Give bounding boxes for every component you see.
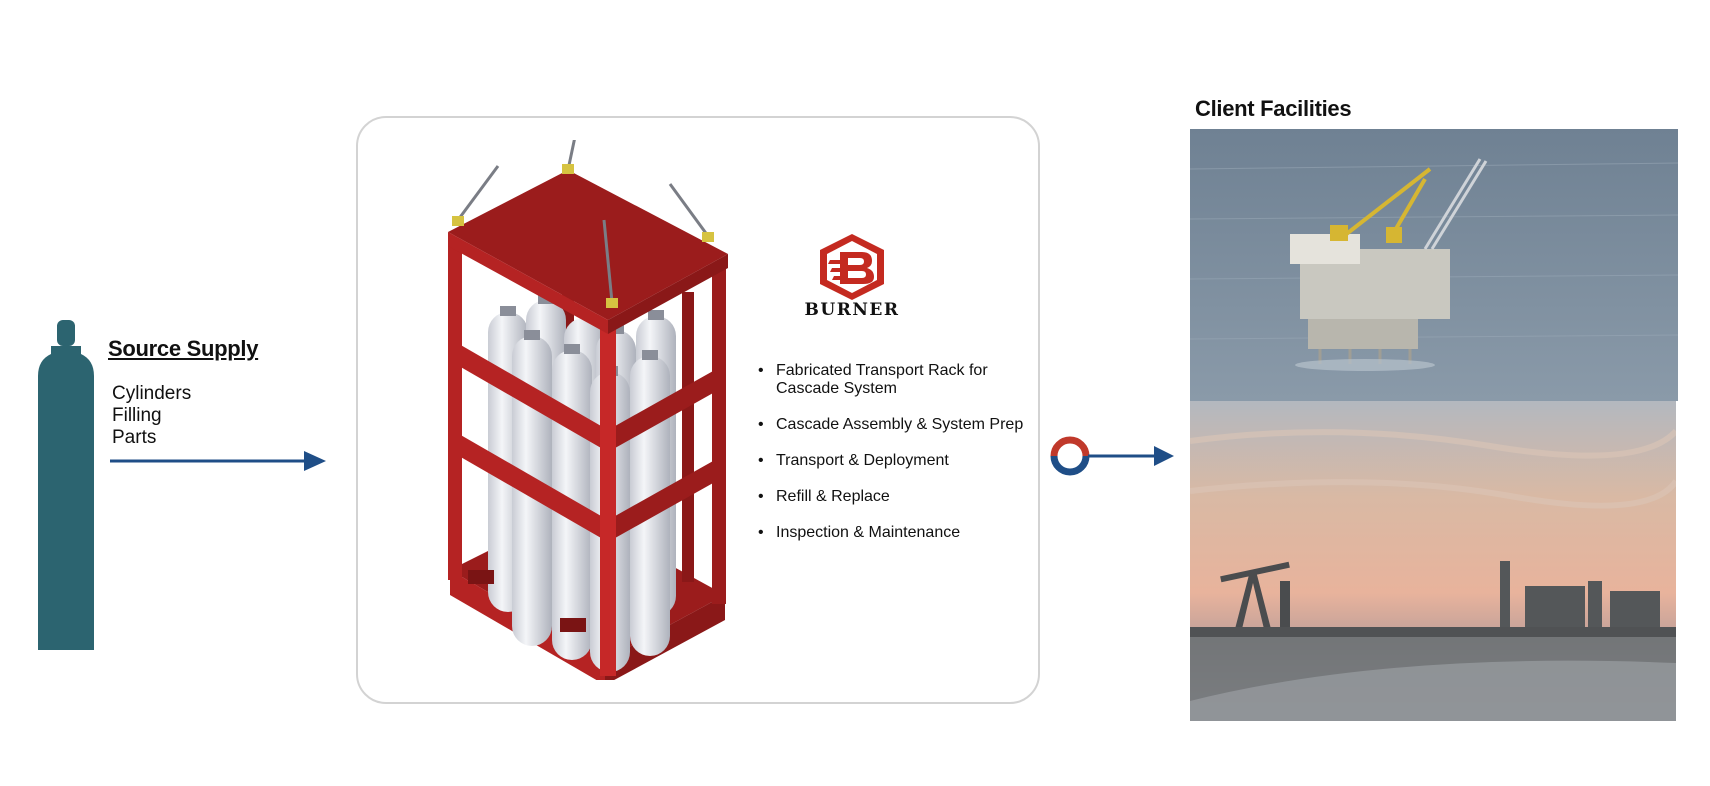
oilfield-sunset-photo — [1190, 401, 1676, 721]
service-item: Transport & Deployment — [758, 452, 1054, 470]
source-item-cylinders: Cylinders — [112, 383, 192, 404]
services-list: Fabricated Transport Rack for Cascade Sy… — [750, 362, 1054, 560]
supply-arrow — [110, 451, 326, 471]
brand-name: BURNER — [804, 300, 900, 320]
gas-cylinder-icon — [38, 320, 94, 650]
source-item-parts: Parts — [112, 427, 157, 448]
source-supply-list: Cylinders Filling Parts — [112, 383, 191, 449]
burner-b-hexagon-icon — [820, 234, 884, 300]
cycle-arrows-icon — [1050, 436, 1174, 476]
client-facilities-title: Client Facilities — [1195, 96, 1352, 121]
service-item: Refill & Replace — [758, 488, 1054, 506]
service-item: Inspection & Maintenance — [758, 524, 1054, 542]
source-item-filling: Filling — [112, 405, 162, 426]
cylinder-rack-illustration — [448, 140, 728, 680]
service-item: Cascade Assembly & System Prep — [758, 416, 1054, 434]
source-supply-title: Source Supply — [108, 336, 259, 361]
offshore-platform-photo — [1190, 129, 1678, 401]
service-item: Fabricated Transport Rack for Cascade Sy… — [758, 362, 1054, 398]
